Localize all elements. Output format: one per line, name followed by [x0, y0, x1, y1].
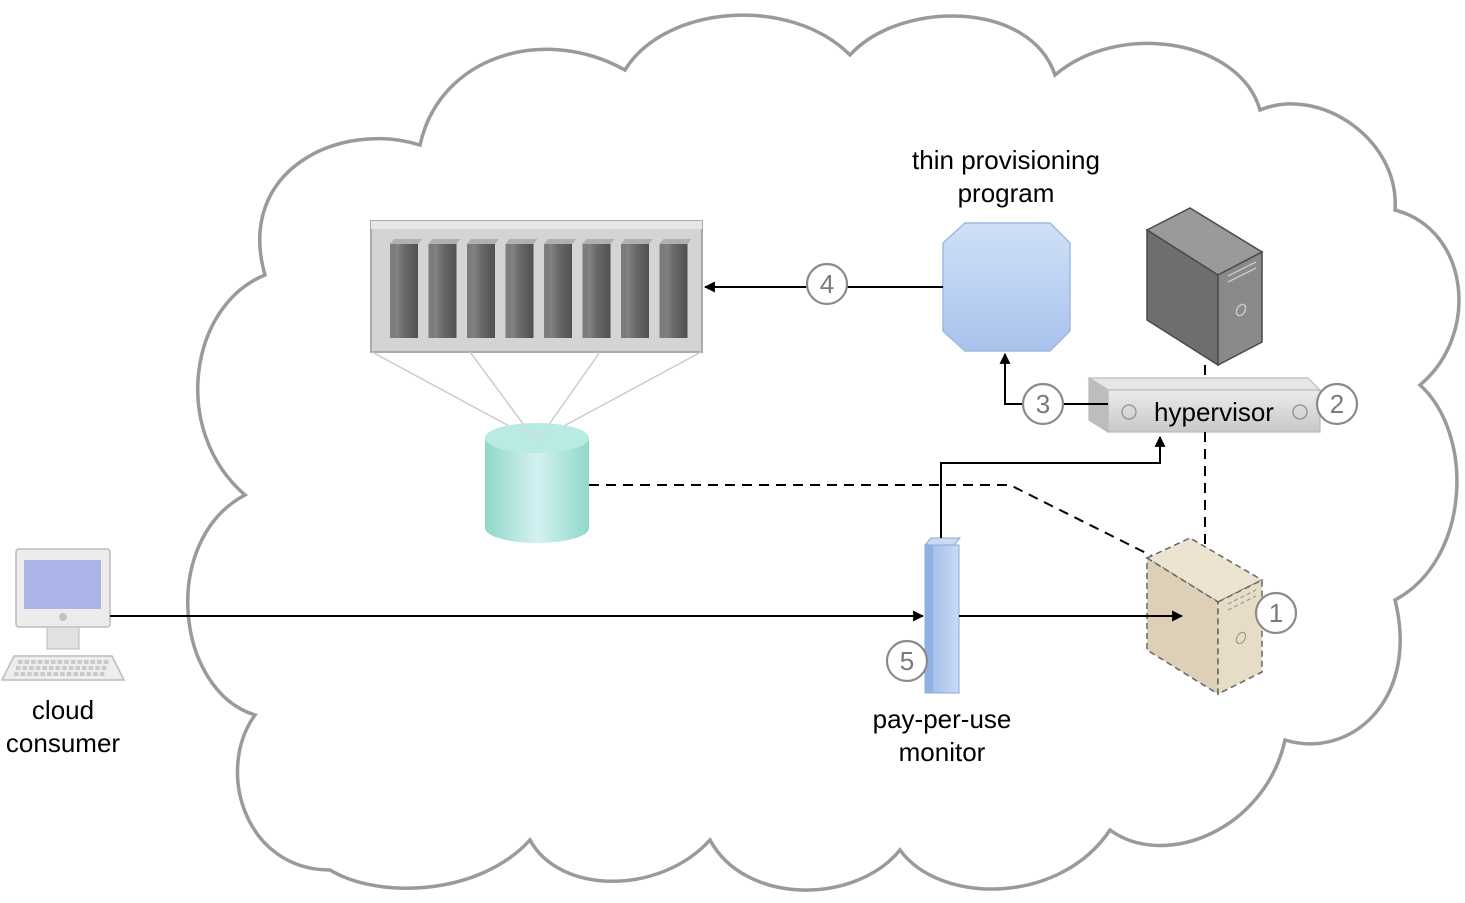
- step-5-label: 5: [900, 646, 914, 676]
- monitor-to-hypervisor-arrow: [940, 435, 1166, 538]
- thin-provisioning-label-line1: thin provisioning: [912, 145, 1100, 175]
- step-marker-4: 4: [805, 262, 849, 306]
- thin-provisioning-label-line2: program: [958, 178, 1055, 208]
- storage-drive-icon: [505, 239, 538, 338]
- step-1-label: 1: [1269, 598, 1283, 628]
- virtual-server-icon: [1145, 537, 1264, 696]
- storage-array-icon: [370, 220, 703, 441]
- cloud-boundary-icon: [186, 13, 1461, 892]
- cloud-consumer-label-line1: cloud: [32, 695, 94, 725]
- virtual-storage-icon: [485, 423, 589, 543]
- storage-drive-icon: [467, 239, 499, 338]
- cloud-consumer-label-line2: consumer: [6, 728, 120, 758]
- step-3-label: 3: [1036, 389, 1050, 419]
- storage-drive-icon: [621, 239, 653, 338]
- pay-per-use-label-line1: pay-per-use: [873, 704, 1012, 734]
- step-marker-5: 5: [885, 639, 929, 683]
- step-marker-1: 1: [1254, 591, 1298, 635]
- step-2-label: 2: [1330, 389, 1344, 419]
- storage-drive-icon: [659, 239, 692, 338]
- physical-server-icon: [1145, 207, 1264, 367]
- storage-drive-icon: [544, 239, 576, 338]
- hypervisor-icon: [1086, 376, 1322, 434]
- storage-drive-icon: [428, 239, 461, 338]
- storage-drive-icon: [582, 239, 615, 338]
- thin-provisioning-program-icon: [942, 222, 1071, 352]
- storage-drive-icon: [390, 239, 422, 338]
- pay-per-use-monitor-icon: [923, 537, 962, 694]
- hypervisor-to-program-arrow: [999, 352, 1108, 405]
- step-marker-3: 3: [1021, 382, 1065, 426]
- hypervisor-label: hypervisor: [1154, 397, 1274, 427]
- step-marker-2: 2: [1315, 382, 1359, 426]
- step-4-label: 4: [820, 269, 834, 299]
- cloud-consumer-workstation-icon: [0, 548, 126, 681]
- pay-per-use-label-line2: monitor: [899, 737, 986, 767]
